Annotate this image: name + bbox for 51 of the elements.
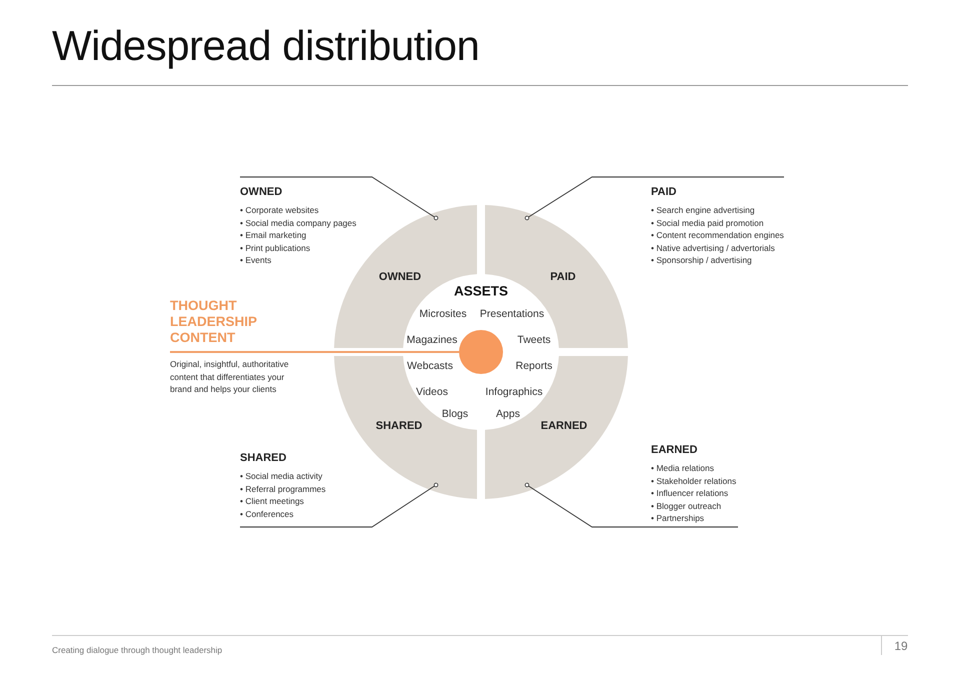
callout-heading: PAID [651, 186, 676, 198]
bullet-item: • Events [240, 254, 272, 266]
center-heading: ASSETS [454, 284, 508, 298]
segment-label: SHARED [376, 420, 422, 432]
bullet-item: • Media relations [651, 462, 715, 474]
bullet-item: • Email marketing [240, 229, 308, 242]
bullet-item: • Content recommendation engines [651, 229, 785, 242]
asset-label: Reports [516, 360, 552, 372]
ring-segment [334, 356, 477, 499]
bullet-item: • Blogger outreach [651, 500, 722, 512]
asset-label: Webcasts [407, 360, 453, 372]
ring-segment [485, 356, 628, 499]
bullet-item: • Search engine advertising [651, 204, 756, 216]
callout-heading: OWNED [240, 186, 282, 198]
asset-label: Apps [496, 408, 520, 420]
asset-label: Magazines [406, 334, 458, 346]
segment-label: EARNED [540, 420, 588, 432]
leader-line [240, 482, 438, 528]
bullet-item: • Influencer relations [651, 487, 730, 500]
description-text: Original, insightful, authoritative content that differentiates your brand and helps your clients [170, 358, 290, 396]
leader-line [524, 482, 738, 528]
bullet-item: • Client meetings [240, 495, 305, 508]
bullet-item: • Print publications [240, 242, 312, 254]
footer-text: Creating dialogue through thought leadership [52, 645, 222, 655]
page-title: Widespread distribution [52, 22, 480, 70]
callout-heading: THOUGHT LEADERSHIP CONTENT [170, 298, 258, 346]
bullet-item: • Social media activity [240, 470, 324, 482]
leader-line [524, 176, 784, 220]
asset-label: Blogs [442, 408, 468, 420]
asset-label: Microsites [419, 308, 467, 320]
callout-heading: EARNED [651, 444, 698, 456]
asset-label: Tweets [517, 334, 551, 346]
bullet-item: • Sponsorship / advertising [651, 254, 753, 266]
bullet-item: • Conferences [240, 508, 295, 520]
segment-label: PAID [550, 271, 576, 283]
center-circle [459, 330, 503, 374]
page-number: 19 [894, 639, 908, 653]
asset-label: Presentations [480, 308, 544, 320]
segment-label: OWNED [378, 271, 422, 283]
leader-line [240, 176, 438, 220]
bullet-item: • Social media paid promotion [651, 216, 765, 229]
callout-heading: SHARED [240, 452, 286, 464]
bullet-item: • Partnerships [651, 512, 706, 524]
connector-line [170, 351, 459, 353]
bullet-item: • Native advertising / advertorials [651, 242, 776, 254]
bullet-item: • Social media company pages [240, 216, 358, 229]
asset-label: Videos [416, 386, 448, 398]
bullet-item: • Stakeholder relations [651, 474, 738, 487]
bullet-item: • Corporate websites [240, 204, 320, 216]
bullet-item: • Referral programmes [240, 482, 327, 495]
asset-label: Infographics [485, 386, 543, 398]
